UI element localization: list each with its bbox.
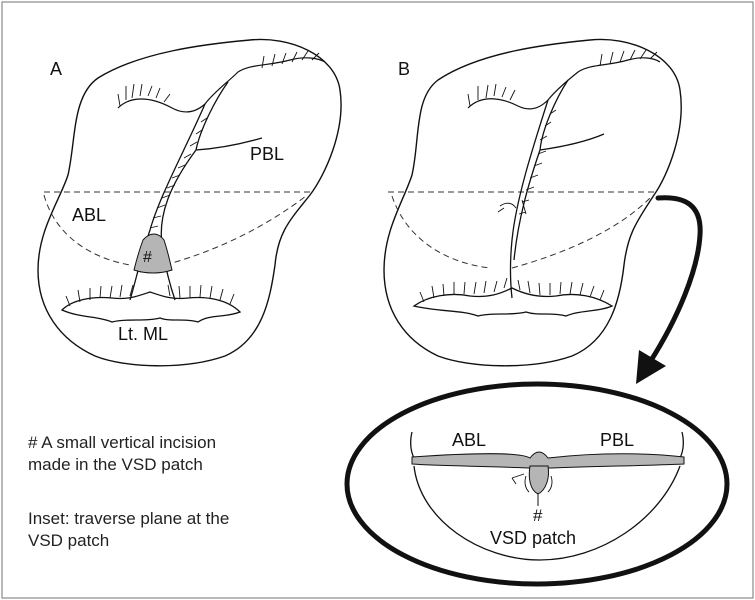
panel-b-top-fringe: [468, 50, 657, 106]
panel-b-hatching: [519, 110, 556, 214]
panel-a: A PBL ABL # Lt. ML: [38, 39, 341, 365]
panel-a-bottom-fringe: [66, 285, 234, 306]
panel-a-outline: [38, 39, 341, 365]
panel-b: B: [384, 39, 681, 365]
callout-arrow: [636, 198, 700, 384]
arrow-head: [636, 350, 666, 384]
incision-note-line-1: # A small vertical incision: [28, 432, 216, 454]
inset-note: Inset: traverse plane at the VSD patch: [28, 508, 229, 552]
panel-b-outline: [384, 39, 681, 365]
panel-a-lt-ml: [62, 292, 240, 322]
panel-a-hash-label: #: [143, 249, 152, 266]
panel-b-bottom-fringe: [420, 278, 604, 302]
inset-pbl-label: PBL: [600, 430, 634, 450]
panel-a-ml-label: Lt. ML: [118, 324, 168, 344]
inset: ABL PBL # VSD patch: [347, 384, 727, 584]
incision-note: # A small vertical incision made in the …: [28, 432, 216, 476]
panel-a-letter: A: [50, 59, 62, 79]
inset-note-line-1: Inset: traverse plane at the: [28, 508, 229, 530]
inset-patch-label: VSD patch: [490, 528, 576, 548]
panel-b-dashed-curve-right: [512, 198, 650, 268]
inset-note-line-2: VSD patch: [28, 530, 229, 552]
panel-b-commissure: [511, 80, 605, 298]
panel-a-top-leaflet: [118, 58, 325, 112]
arrow-shaft: [650, 198, 700, 362]
panel-b-dashed-curve-left: [392, 196, 490, 268]
incision-note-line-2: made in the VSD patch: [28, 454, 216, 476]
panel-b-letter: B: [398, 59, 410, 79]
panel-a-pbl-edge: [161, 82, 262, 300]
panel-a-pbl-label: PBL: [250, 144, 284, 164]
panel-a-vsd-patch: [134, 234, 172, 273]
inset-hash-label: #: [533, 506, 543, 525]
panel-a-abl-label: ABL: [72, 205, 106, 225]
inset-abl-label: ABL: [452, 430, 486, 450]
panel-b-top-leaflet: [468, 58, 660, 109]
